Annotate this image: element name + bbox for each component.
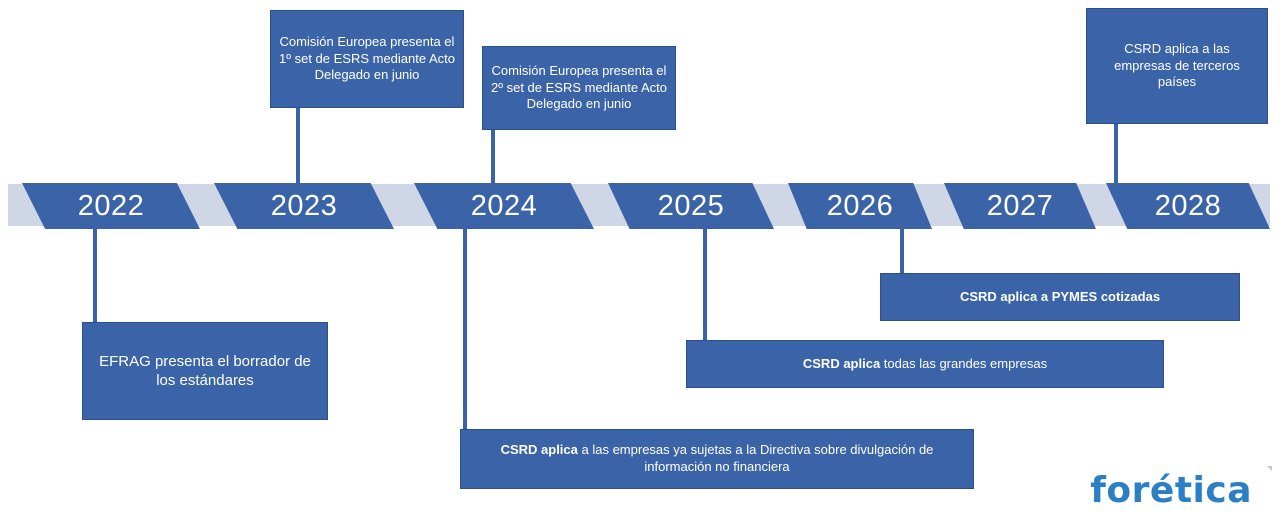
year-2028: 2028 bbox=[1106, 183, 1270, 229]
year-2025: 2025 bbox=[608, 183, 774, 229]
event-2028-text: CSRD aplica a las empresas de terceros p… bbox=[1114, 40, 1240, 90]
connector-2024-top bbox=[491, 128, 495, 184]
event-2023-text: Comisión Europea presenta el 1º set de E… bbox=[279, 33, 456, 83]
connector-2022-bottom bbox=[93, 229, 97, 322]
event-2025-csrd-bold: CSRD aplica bbox=[802, 355, 881, 371]
resize-corner-icon bbox=[1267, 466, 1272, 471]
event-2025-csrd-text: CSRD aplica todas las grandes empresas bbox=[803, 356, 1047, 373]
year-2022: 2022 bbox=[22, 183, 200, 229]
event-2025-csrd: CSRD aplica todas las grandes empresas bbox=[686, 340, 1164, 388]
event-2026-text: CSRD aplica a PYMES cotizadas bbox=[959, 288, 1161, 304]
event-2028-terceros-paises: CSRD aplica a las empresas de terceros p… bbox=[1086, 8, 1268, 124]
event-2024-text: Comisión Europea presenta el 2º set de E… bbox=[491, 62, 668, 112]
connector-2028-top bbox=[1114, 124, 1118, 184]
event-2024-csrd-bold: CSRD aplica bbox=[500, 442, 578, 458]
year-2023: 2023 bbox=[214, 183, 394, 229]
event-2023-comision-europea: Comisión Europea presenta el 1º set de E… bbox=[270, 10, 464, 108]
event-2026-pymes: CSRD aplica a PYMES cotizadas bbox=[880, 273, 1240, 321]
year-2024: 2024 bbox=[414, 183, 594, 229]
connector-2026-bottom bbox=[900, 229, 904, 273]
event-2024-csrd: CSRD aplica a las empresas ya sujetas a … bbox=[460, 429, 974, 489]
foretica-logo: forética bbox=[1090, 470, 1252, 511]
year-2026: 2026 bbox=[788, 183, 932, 229]
event-2022-text: EFRAG presenta el borrador de los estánd… bbox=[99, 352, 311, 390]
event-2025-csrd-rest: todas las grandes empresas bbox=[880, 355, 1048, 371]
year-2027: 2027 bbox=[944, 183, 1096, 229]
event-2022-efrag: EFRAG presenta el borrador de los estánd… bbox=[82, 322, 328, 420]
event-2024-csrd-text: CSRD aplica a las empresas ya sujetas a … bbox=[469, 442, 965, 476]
connector-2025-bottom bbox=[703, 229, 707, 341]
connector-2023-top bbox=[296, 108, 300, 184]
event-2024-csrd-rest: a las empresas ya sujetas a la Directiva… bbox=[577, 442, 934, 474]
connector-2024-bottom bbox=[463, 229, 467, 429]
event-2024-comision-europea: Comisión Europea presenta el 2º set de E… bbox=[482, 46, 676, 130]
